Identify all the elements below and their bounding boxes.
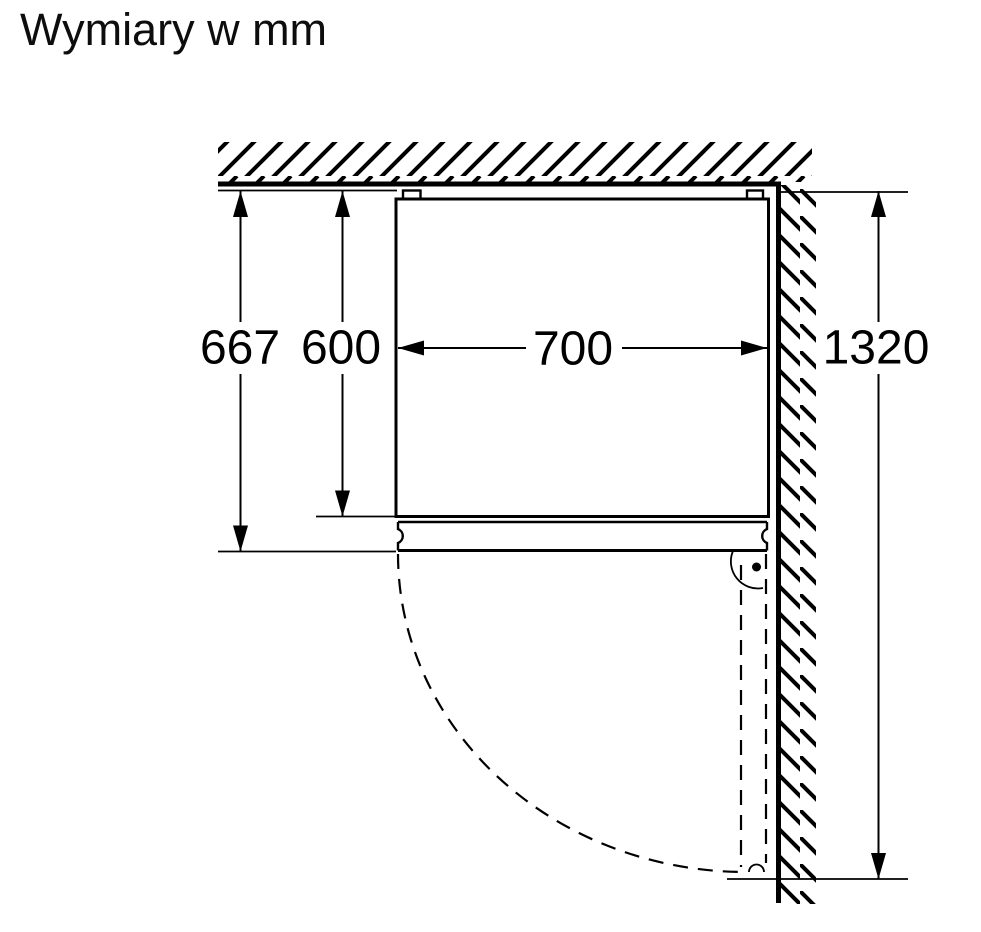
arrowhead-up-icon <box>871 191 886 217</box>
hinge-pivot-dot <box>752 562 761 572</box>
top-wall-hatch <box>218 142 812 182</box>
arrowhead-down-icon <box>871 853 886 879</box>
door-swing <box>396 553 768 874</box>
arrowhead-right-icon <box>741 340 767 356</box>
door-swing-arc <box>396 553 747 874</box>
door-left-end-profile <box>396 522 404 551</box>
door-right-end-profile <box>761 522 769 551</box>
hinge-arc <box>730 550 764 590</box>
dimension-1320: 1320 <box>823 191 930 879</box>
arrowhead-down-icon <box>335 490 350 517</box>
arrowhead-up-icon <box>233 191 248 217</box>
appliance-top-view <box>394 189 770 874</box>
page-title: Wymiary w mm <box>20 4 328 55</box>
top-wall <box>218 142 812 187</box>
door-hinge <box>730 550 764 590</box>
wall-spacer-left <box>401 189 422 201</box>
dimension-700: 700 <box>398 323 767 376</box>
dim-667-label: 667 <box>200 322 280 375</box>
dim-600-label: 600 <box>301 322 381 375</box>
cabinet-body <box>394 197 770 518</box>
arrowhead-left-icon <box>398 340 424 356</box>
wall-spacer-right <box>745 189 765 201</box>
arrowhead-up-icon <box>335 191 350 217</box>
door-closed <box>396 520 769 552</box>
dim-1320-label: 1320 <box>823 322 930 375</box>
right-wall-hatch <box>781 185 816 904</box>
dim-700-label: 700 <box>533 323 613 376</box>
open-door-end-profile <box>748 863 765 873</box>
arrowhead-down-icon <box>233 525 248 552</box>
dimension-667: 667 <box>200 191 280 552</box>
dimension-600: 600 <box>301 191 381 517</box>
right-wall <box>776 181 816 904</box>
